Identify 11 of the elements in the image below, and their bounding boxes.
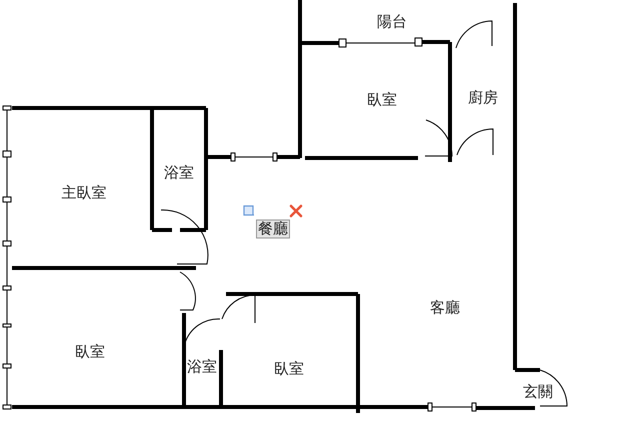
room-label: 主臥室 <box>62 186 106 200</box>
room-label: 臥室 <box>367 92 397 108</box>
room-label: 餐廳 <box>256 220 290 238</box>
room-label: 浴室 <box>187 360 217 374</box>
room-label: 客廳 <box>430 300 460 316</box>
room-label: 玄關 <box>523 384 553 400</box>
room-label: 浴室 <box>164 166 194 180</box>
room-label: 臥室 <box>75 344 105 360</box>
room-label: 臥室 <box>274 362 304 376</box>
room-label: 陽台 <box>377 14 407 30</box>
room-label: 廚房 <box>468 90 498 106</box>
